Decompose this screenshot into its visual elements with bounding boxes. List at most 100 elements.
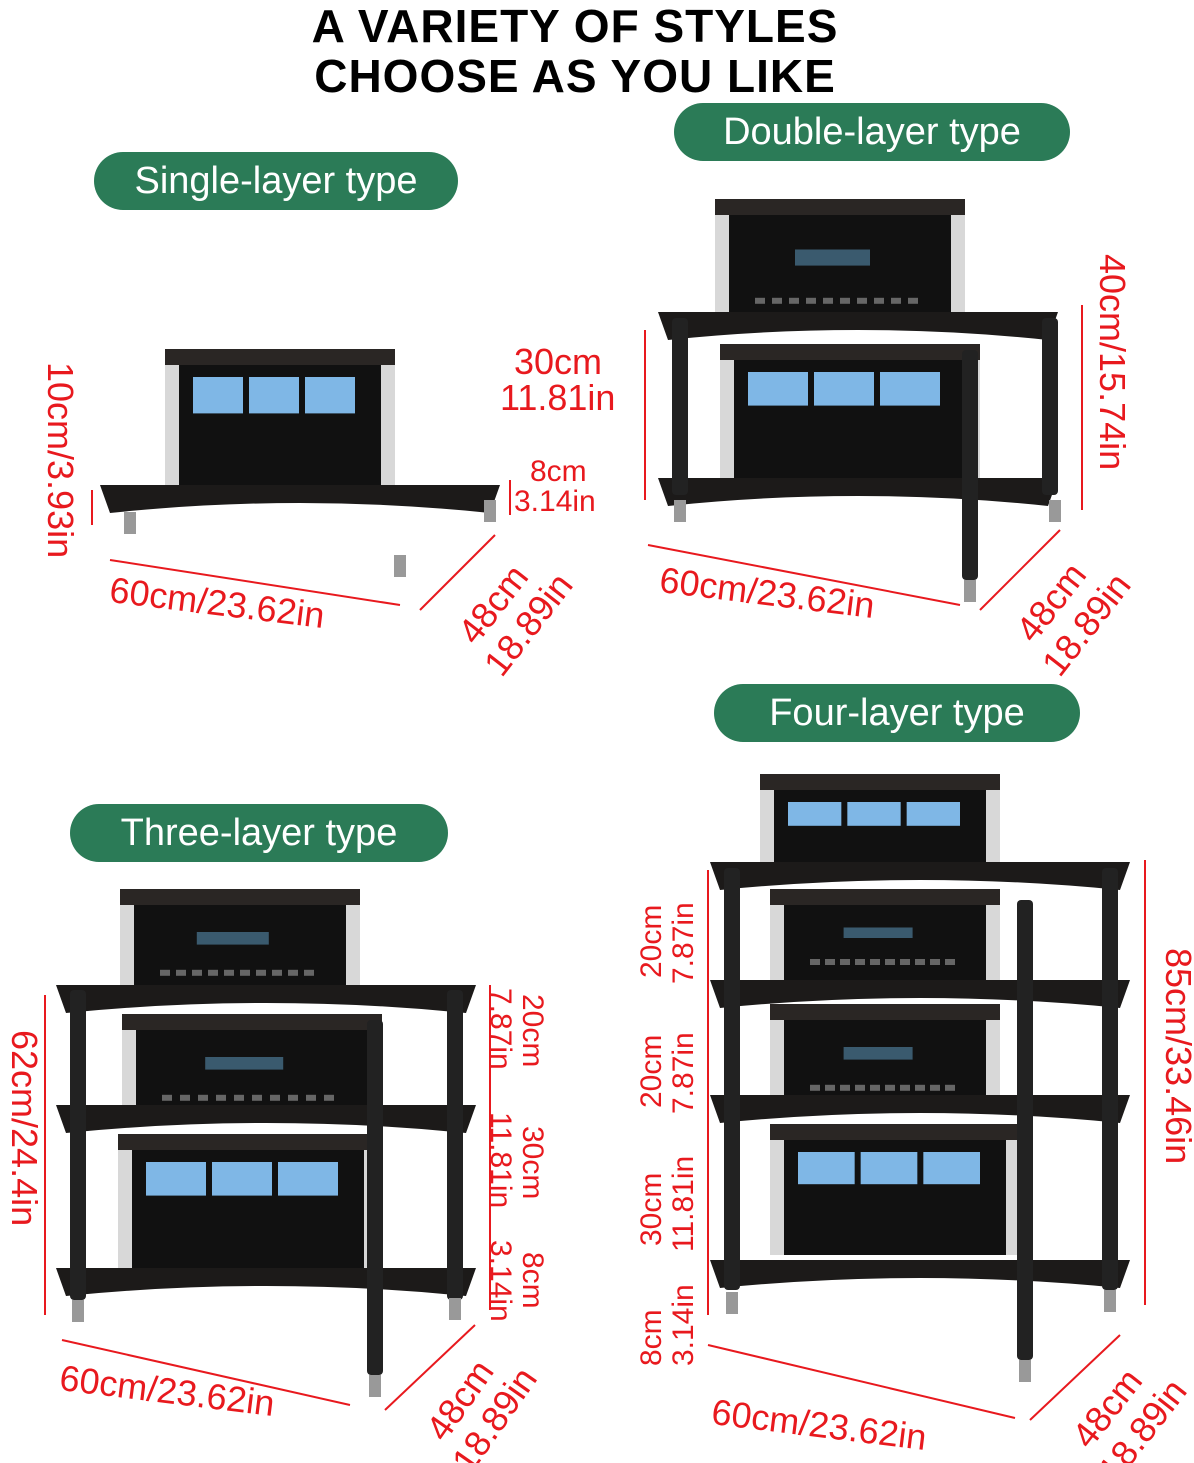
single-layer-label: Single-layer type — [94, 152, 458, 210]
three-layer-label: Three-layer type — [70, 804, 448, 862]
four-player-top — [770, 889, 1000, 907]
double-receiver-button — [755, 297, 765, 304]
four-amp-top-meter — [906, 802, 960, 826]
four-depth-arrow — [1029, 1334, 1121, 1421]
three-gap1-cm: 20cm — [516, 994, 549, 1068]
four-shelf-3 — [710, 1095, 1130, 1123]
post — [70, 990, 86, 1300]
three-player-button — [272, 969, 282, 976]
single-depth-arrow — [419, 534, 496, 611]
four-gap3-in: 11.81in — [667, 1155, 700, 1252]
three-player-button — [208, 969, 218, 976]
foot — [674, 500, 686, 522]
three-amp-top — [118, 1134, 378, 1152]
three-player-button — [288, 969, 298, 976]
four-receiver-handle-left — [770, 1020, 784, 1110]
three-receiver-button — [324, 1094, 334, 1101]
foot — [394, 555, 406, 577]
three-receiver-button — [180, 1094, 190, 1101]
three-shelf-2 — [56, 1105, 476, 1133]
three-foot-in: 3.14in — [484, 1240, 517, 1322]
three-player-button — [192, 969, 202, 976]
four-player-button — [825, 959, 835, 965]
post — [724, 868, 740, 1290]
double-receiver-button — [789, 297, 799, 304]
foot — [726, 1292, 738, 1314]
post — [672, 318, 688, 495]
four-gap2-cm: 20cm — [635, 1034, 668, 1108]
double-amp-top — [720, 344, 980, 362]
four-player-button — [915, 959, 925, 965]
three-player — [120, 905, 360, 995]
foot — [1019, 1360, 1031, 1382]
three-player-button — [160, 969, 170, 976]
four-width-arrow — [707, 1344, 1016, 1419]
four-gap1-cm: 20cm — [635, 904, 668, 978]
three-shelf-3 — [56, 1268, 476, 1296]
three-height: 62cm/24.4in — [4, 1030, 45, 1227]
double-top-shelf — [658, 312, 1058, 340]
single-amp-top — [165, 349, 395, 367]
four-height: 85cm/33.46in — [1158, 948, 1194, 1165]
single-amp-meter — [305, 377, 355, 414]
four-receiver-button — [885, 1084, 895, 1091]
four-shelf-1 — [710, 862, 1130, 890]
three-player-button — [240, 969, 250, 976]
four-player-handle-left — [770, 905, 784, 980]
foot — [964, 580, 976, 602]
four-receiver-button — [870, 1084, 880, 1091]
three-player-top — [120, 889, 360, 907]
four-amp-handle-right — [1006, 1140, 1020, 1255]
three-receiver-handle-left — [122, 1030, 136, 1120]
four-gap1-in: 7.87in — [667, 902, 700, 984]
three-amp-meter — [146, 1162, 206, 1196]
post — [367, 1020, 383, 1375]
four-amp-meter — [923, 1152, 980, 1185]
four-player-button — [840, 959, 850, 965]
four-amp-top-meter — [847, 802, 901, 826]
three-amp-handle-left — [118, 1150, 132, 1270]
foot — [124, 512, 136, 534]
headline-line-1: A VARIETY OF STYLES — [311, 0, 839, 52]
three-receiver-button — [216, 1094, 226, 1101]
double-receiver-button — [891, 297, 901, 304]
double-layer-label: Double-layer type — [674, 103, 1070, 161]
double-amp-meter — [748, 372, 808, 406]
four-foot-cm: 8cm — [635, 1309, 668, 1366]
four-receiver-button — [945, 1084, 955, 1091]
three-receiver-button — [306, 1094, 316, 1101]
three-gap2-in: 11.81in — [484, 1112, 517, 1209]
double-receiver-button — [823, 297, 833, 304]
double-receiver-top — [715, 199, 965, 217]
three-receiver-button — [270, 1094, 280, 1101]
four-player-button — [945, 959, 955, 965]
four-layer-label: Four-layer type — [714, 684, 1080, 742]
four-player-button — [900, 959, 910, 965]
four-player — [770, 905, 1000, 980]
four-amp-top-handle-left — [760, 790, 774, 875]
three-gap1-in: 7.87in — [484, 988, 517, 1070]
double-depth-arrow — [979, 529, 1061, 611]
foot — [72, 1300, 84, 1322]
double-receiver-display — [795, 249, 870, 266]
three-player-button — [224, 969, 234, 976]
double-gap-cm: 30cm — [514, 341, 603, 382]
four-receiver-button — [855, 1084, 865, 1091]
four-player-display — [843, 927, 913, 938]
four-amp-top-top — [760, 774, 1000, 792]
double-receiver-button — [806, 297, 816, 304]
foot — [369, 1375, 381, 1397]
single-amp-handle-right — [381, 365, 395, 495]
post — [962, 350, 978, 580]
post — [1017, 900, 1033, 1360]
foot — [1049, 500, 1061, 522]
four-player-button — [930, 959, 940, 965]
four-receiver-button — [810, 1084, 820, 1091]
three-amp-meter — [278, 1162, 338, 1196]
four-shelf-2 — [710, 980, 1130, 1008]
three-gap2-cm: 30cm — [516, 1126, 549, 1200]
three-receiver-button — [288, 1094, 298, 1101]
four-receiver-button — [825, 1084, 835, 1091]
three-receiver-button — [252, 1094, 262, 1101]
double-receiver-button — [857, 297, 867, 304]
